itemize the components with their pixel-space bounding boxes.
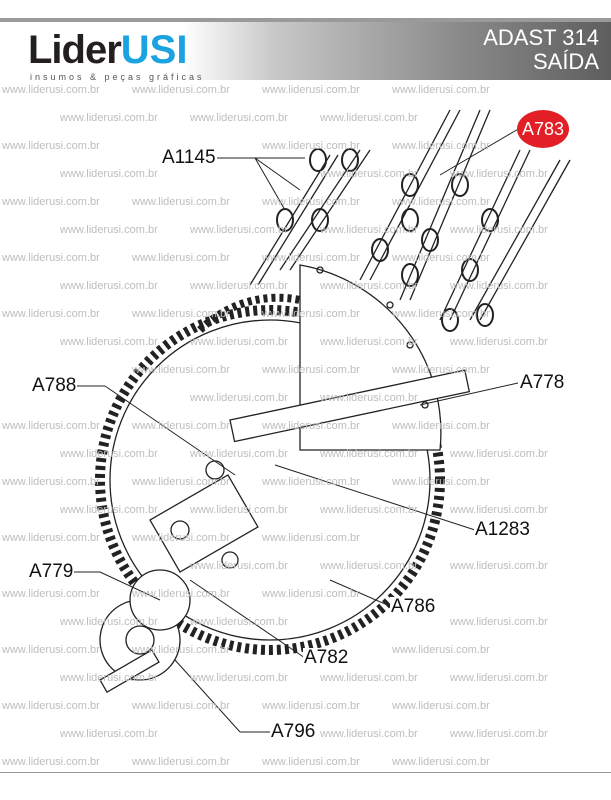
title-model: ADAST 314 [483, 25, 599, 50]
shaft-assembly [99, 369, 471, 694]
large-gear [95, 305, 445, 655]
callout-a778: A778 [519, 372, 566, 393]
callout-a1145: A1145 [161, 147, 217, 168]
title-section: SAÍDA [532, 49, 599, 74]
logo-accent: USI [120, 28, 188, 72]
header: LiderUSI insumos & peças gráficas ADAST … [0, 22, 611, 82]
rods [249, 109, 571, 321]
callout-a783: A783 [517, 110, 569, 148]
callout-a786: A786 [390, 596, 437, 617]
leader-lines [72, 127, 521, 733]
logo-main: Lider [28, 28, 122, 72]
top-divider [0, 18, 611, 22]
logo: LiderUSI insumos & peças gráficas [28, 28, 202, 82]
callout-a788: A788 [31, 375, 78, 396]
callout-a779: A779 [28, 561, 75, 582]
logo-tagline: insumos & peças gráficas [30, 72, 205, 82]
callout-a796: A796 [270, 721, 317, 742]
small-gear [197, 293, 301, 333]
page-title: ADAST 314 SAÍDA [483, 26, 599, 74]
callout-a1283: A1283 [474, 519, 531, 540]
bottom-divider [0, 772, 611, 773]
callout-a782: A782 [303, 647, 350, 668]
